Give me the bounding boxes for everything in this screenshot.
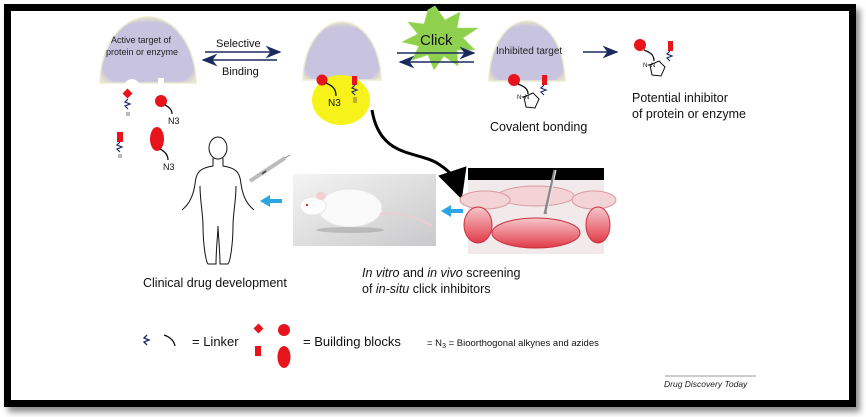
active-target-label: Active target of	[111, 35, 172, 45]
triazole-ring	[523, 92, 540, 109]
inhibited-target-label: Inhibited target	[496, 46, 562, 57]
mouse-photo	[293, 174, 436, 246]
block-circle-icon	[278, 324, 290, 336]
azide-label: N3	[328, 98, 341, 109]
screening-label-2: of in-situ click inhibitors	[362, 282, 491, 296]
linker-zigzag-icon	[142, 334, 151, 346]
block-oval-icon	[277, 346, 291, 368]
click-burst	[401, 5, 479, 71]
block-square-icon	[255, 346, 261, 356]
azide-label-2: N3	[163, 162, 175, 172]
clinical-label: Clinical drug development	[143, 276, 287, 290]
click-label: Click	[420, 32, 453, 49]
azide-label-1: N3	[168, 116, 180, 126]
svg-text:N=N: N=N	[517, 95, 529, 101]
screening-arrow	[370, 109, 467, 200]
potential-inhibitor-label-2: of protein or enzyme	[632, 107, 746, 121]
selective-label: Selective	[216, 38, 261, 50]
cyan-arrow-to-human	[260, 195, 282, 207]
selective-binding-arrows	[201, 45, 282, 67]
highlight-circle	[312, 75, 370, 125]
click-arrows	[397, 46, 476, 69]
screening-label: In vitro and in vivo screening	[362, 266, 520, 280]
binding-label: Binding	[222, 66, 259, 78]
linker-legend-label: = Linker	[192, 334, 239, 349]
inhibited-target-dome: N=N	[488, 20, 566, 109]
bioorthogonal-legend-label: = N3 = Bioorthogonal alkynes and azides	[427, 338, 599, 350]
cyan-arrow-to-mouse	[441, 205, 463, 217]
source-credit: Drug Discovery Today	[664, 379, 748, 389]
building-block-library	[115, 88, 173, 161]
human-figure-icon	[181, 136, 255, 265]
petri-dish-photo	[459, 168, 617, 254]
active-target-label-2: protein or enzyme	[106, 47, 178, 57]
syringe-icon	[248, 154, 291, 183]
binding-target-dome	[302, 21, 382, 125]
active-target-dome	[99, 16, 197, 91]
linker-curve-icon	[163, 334, 176, 347]
covalent-bonding-label: Covalent bonding	[490, 120, 587, 134]
potential-inhibitor-label: Potential inhibitor	[632, 91, 728, 105]
round-block	[316, 74, 328, 86]
svg-text:N=N: N=N	[643, 63, 655, 69]
square-block	[352, 76, 357, 85]
block-diamond-icon	[253, 323, 264, 334]
building-blocks-legend-label: = Building blocks	[303, 334, 401, 349]
potential-inhibitor-molecule: N=N	[634, 39, 674, 77]
